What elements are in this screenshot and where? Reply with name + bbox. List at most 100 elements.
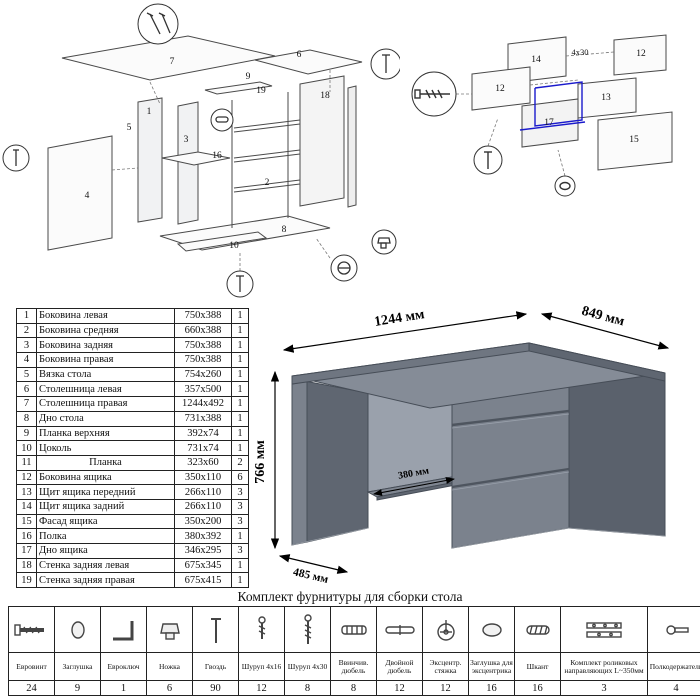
- hardware-name: Гвоздь: [193, 653, 238, 681]
- part-label: 12: [636, 49, 646, 59]
- part-label: 17: [544, 118, 554, 128]
- hardware-name: Эксцентр. стяжка: [423, 653, 468, 681]
- screw-4x16-icon: [239, 607, 284, 653]
- part-label: 5: [127, 123, 132, 133]
- screw-dowel-icon: [331, 607, 376, 653]
- hardware-item: Ножка 6: [146, 607, 192, 695]
- screw-4x30-icon: [285, 607, 330, 653]
- hardware-qty: 9: [74, 682, 81, 694]
- hardware-title: Комплект фурнитуры для сборки стола: [237, 589, 463, 604]
- hardware-item: Шуруп 4x30 8: [284, 607, 330, 695]
- hardware-name: Шуруп 4x30: [285, 653, 330, 681]
- hardware-item: Заглушка для эксцентрика 16: [468, 607, 514, 695]
- hardware-qty: 4: [673, 682, 679, 694]
- shelf-pin-icon: [648, 607, 700, 653]
- part-label: 19: [256, 86, 266, 96]
- drawer-slide-icon: [561, 607, 647, 653]
- hardware-qty: 12: [256, 682, 267, 694]
- hardware-item: Комплект роликовых направляющих L~350мм …: [560, 607, 647, 695]
- hardware-item: Эксцентр. стяжка 12: [422, 607, 468, 695]
- hardware-name: Шкант: [515, 653, 560, 681]
- cap-icon: [55, 607, 100, 653]
- part-label: 8: [282, 225, 287, 235]
- hardware-qty: 8: [350, 682, 357, 694]
- dimension-shelf: 380 мм: [397, 465, 430, 481]
- part-label: 9: [246, 72, 251, 82]
- hardware-item: Евровинт 24: [9, 607, 54, 695]
- part-label: 16: [212, 151, 222, 161]
- part-label: 15: [629, 135, 639, 145]
- callout-leg-icon: [371, 229, 397, 255]
- hardware-name: Комплект роликовых направляющих L~350мм: [561, 653, 647, 681]
- hardware-item: Заглушка 9: [54, 607, 100, 695]
- part-label: 13: [601, 93, 611, 103]
- hardware-qty: 12: [394, 682, 405, 694]
- part-label: 2: [265, 178, 270, 188]
- dimension-base: 485 мм: [292, 566, 330, 586]
- highlight-lines: [519, 81, 586, 131]
- callout-cap-icon: [554, 175, 576, 197]
- hardware-name: Полкодержатель: [648, 653, 700, 681]
- hardware-name: Шуруп 4x16: [239, 653, 284, 681]
- cam-lock-icon: [423, 607, 468, 653]
- hardware-name: Заглушка: [55, 653, 100, 681]
- leg-icon: [147, 607, 192, 653]
- part-label: 7: [170, 57, 175, 67]
- euro-screw-icon: [9, 607, 54, 653]
- hardware-name: Двойной дюбель: [377, 653, 422, 681]
- cam-cap-icon: [469, 607, 514, 653]
- hardware-qty: 8: [304, 682, 311, 694]
- hardware-table: Евровинт 24 Заглушка 9 Евроключ 1 Ножка …: [8, 606, 700, 696]
- hardware-item: Гвоздь 90: [192, 607, 238, 695]
- hardware-qty: 24: [26, 682, 37, 694]
- hardware-qty: 90: [210, 682, 221, 694]
- part-label: 1: [147, 107, 152, 117]
- callout-screws-icon: [137, 3, 179, 45]
- dimension-height: 766 мм: [253, 440, 268, 484]
- hardware-item: Двойной дюбель 12: [376, 607, 422, 695]
- hardware-name: Евроключ: [101, 653, 146, 681]
- double-dowel-icon: [377, 607, 422, 653]
- hardware-name: Заглушка для эксцентрика: [469, 653, 514, 681]
- part-label: 14: [531, 55, 541, 65]
- nail-icon: [193, 607, 238, 653]
- part-label: 18: [320, 91, 330, 101]
- screw-size-note: 4x30: [572, 47, 589, 57]
- hex-key-icon: [101, 607, 146, 653]
- dimension-width: 1244 мм: [373, 307, 426, 330]
- hardware-item: Евроключ 1: [100, 607, 146, 695]
- callout-dowel-icon: [210, 108, 234, 132]
- dowel-icon: [515, 607, 560, 653]
- hardware-qty: 12: [440, 682, 451, 694]
- hardware-name: Ножка: [147, 653, 192, 681]
- hardware-item: Полкодержатель 4: [647, 607, 700, 695]
- hardware-item: Ввинчив. дюбель 8: [330, 607, 376, 695]
- part-label: 4: [85, 191, 90, 201]
- part-label: 3: [184, 135, 189, 145]
- hardware-qty: 3: [601, 682, 607, 694]
- exploded-view-left: 7 6 9 19 18 5 3 16 2 8 10 4 1: [2, 3, 400, 298]
- hardware-qty: 6: [166, 682, 173, 694]
- part-labels: 7 6 9 19 18 5 3 16 2 8 10 4 1: [85, 50, 330, 251]
- hardware-item: Шуруп 4x16 12: [238, 607, 284, 695]
- hardware-qty: 1: [120, 682, 127, 694]
